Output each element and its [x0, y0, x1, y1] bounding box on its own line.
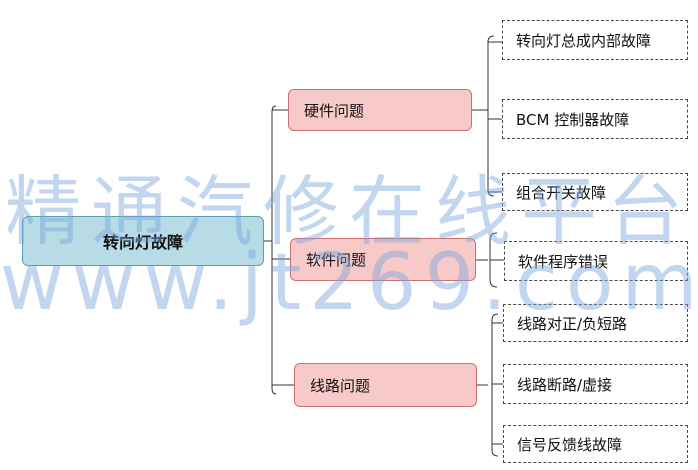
leaf-label: 信号反馈线故障 — [517, 435, 623, 454]
connector-hardware-brace — [472, 35, 495, 197]
leaf-wiring-3: 信号反馈线故障 — [503, 425, 688, 463]
leaf-wiring-2: 线路断路/虚接 — [503, 364, 688, 404]
category-software-label: 软件问题 — [306, 251, 367, 269]
category-software: 软件问题 — [290, 238, 476, 281]
leaf-label: 线路断路/虚接 — [517, 375, 613, 394]
connector-wiring-brace — [477, 313, 499, 457]
root-label: 转向灯故障 — [102, 233, 183, 252]
category-wiring: 线路问题 — [294, 363, 477, 407]
category-wiring-label: 线路问题 — [310, 376, 371, 395]
leaf-hardware-1: 转向灯总成内部故障 — [502, 20, 688, 60]
category-hardware-label: 硬件问题 — [304, 101, 365, 120]
leaf-label: BCM 控制器故障 — [516, 110, 630, 129]
leaf-label: 转向灯总成内部故障 — [516, 31, 652, 50]
leaf-wiring-1: 线路对正/负短路 — [503, 304, 688, 342]
leaf-label: 软件程序错误 — [518, 252, 609, 271]
category-hardware: 硬件问题 — [288, 89, 472, 131]
leaf-label: 线路对正/负短路 — [517, 314, 628, 333]
leaf-hardware-3: 组合开关故障 — [502, 173, 688, 211]
connector-root-brace — [264, 105, 277, 395]
leaf-label: 组合开关故障 — [516, 183, 607, 202]
root-node: 转向灯故障 — [22, 216, 264, 266]
leaf-software-1: 软件程序错误 — [504, 241, 688, 281]
leaf-hardware-2: BCM 控制器故障 — [502, 99, 688, 139]
